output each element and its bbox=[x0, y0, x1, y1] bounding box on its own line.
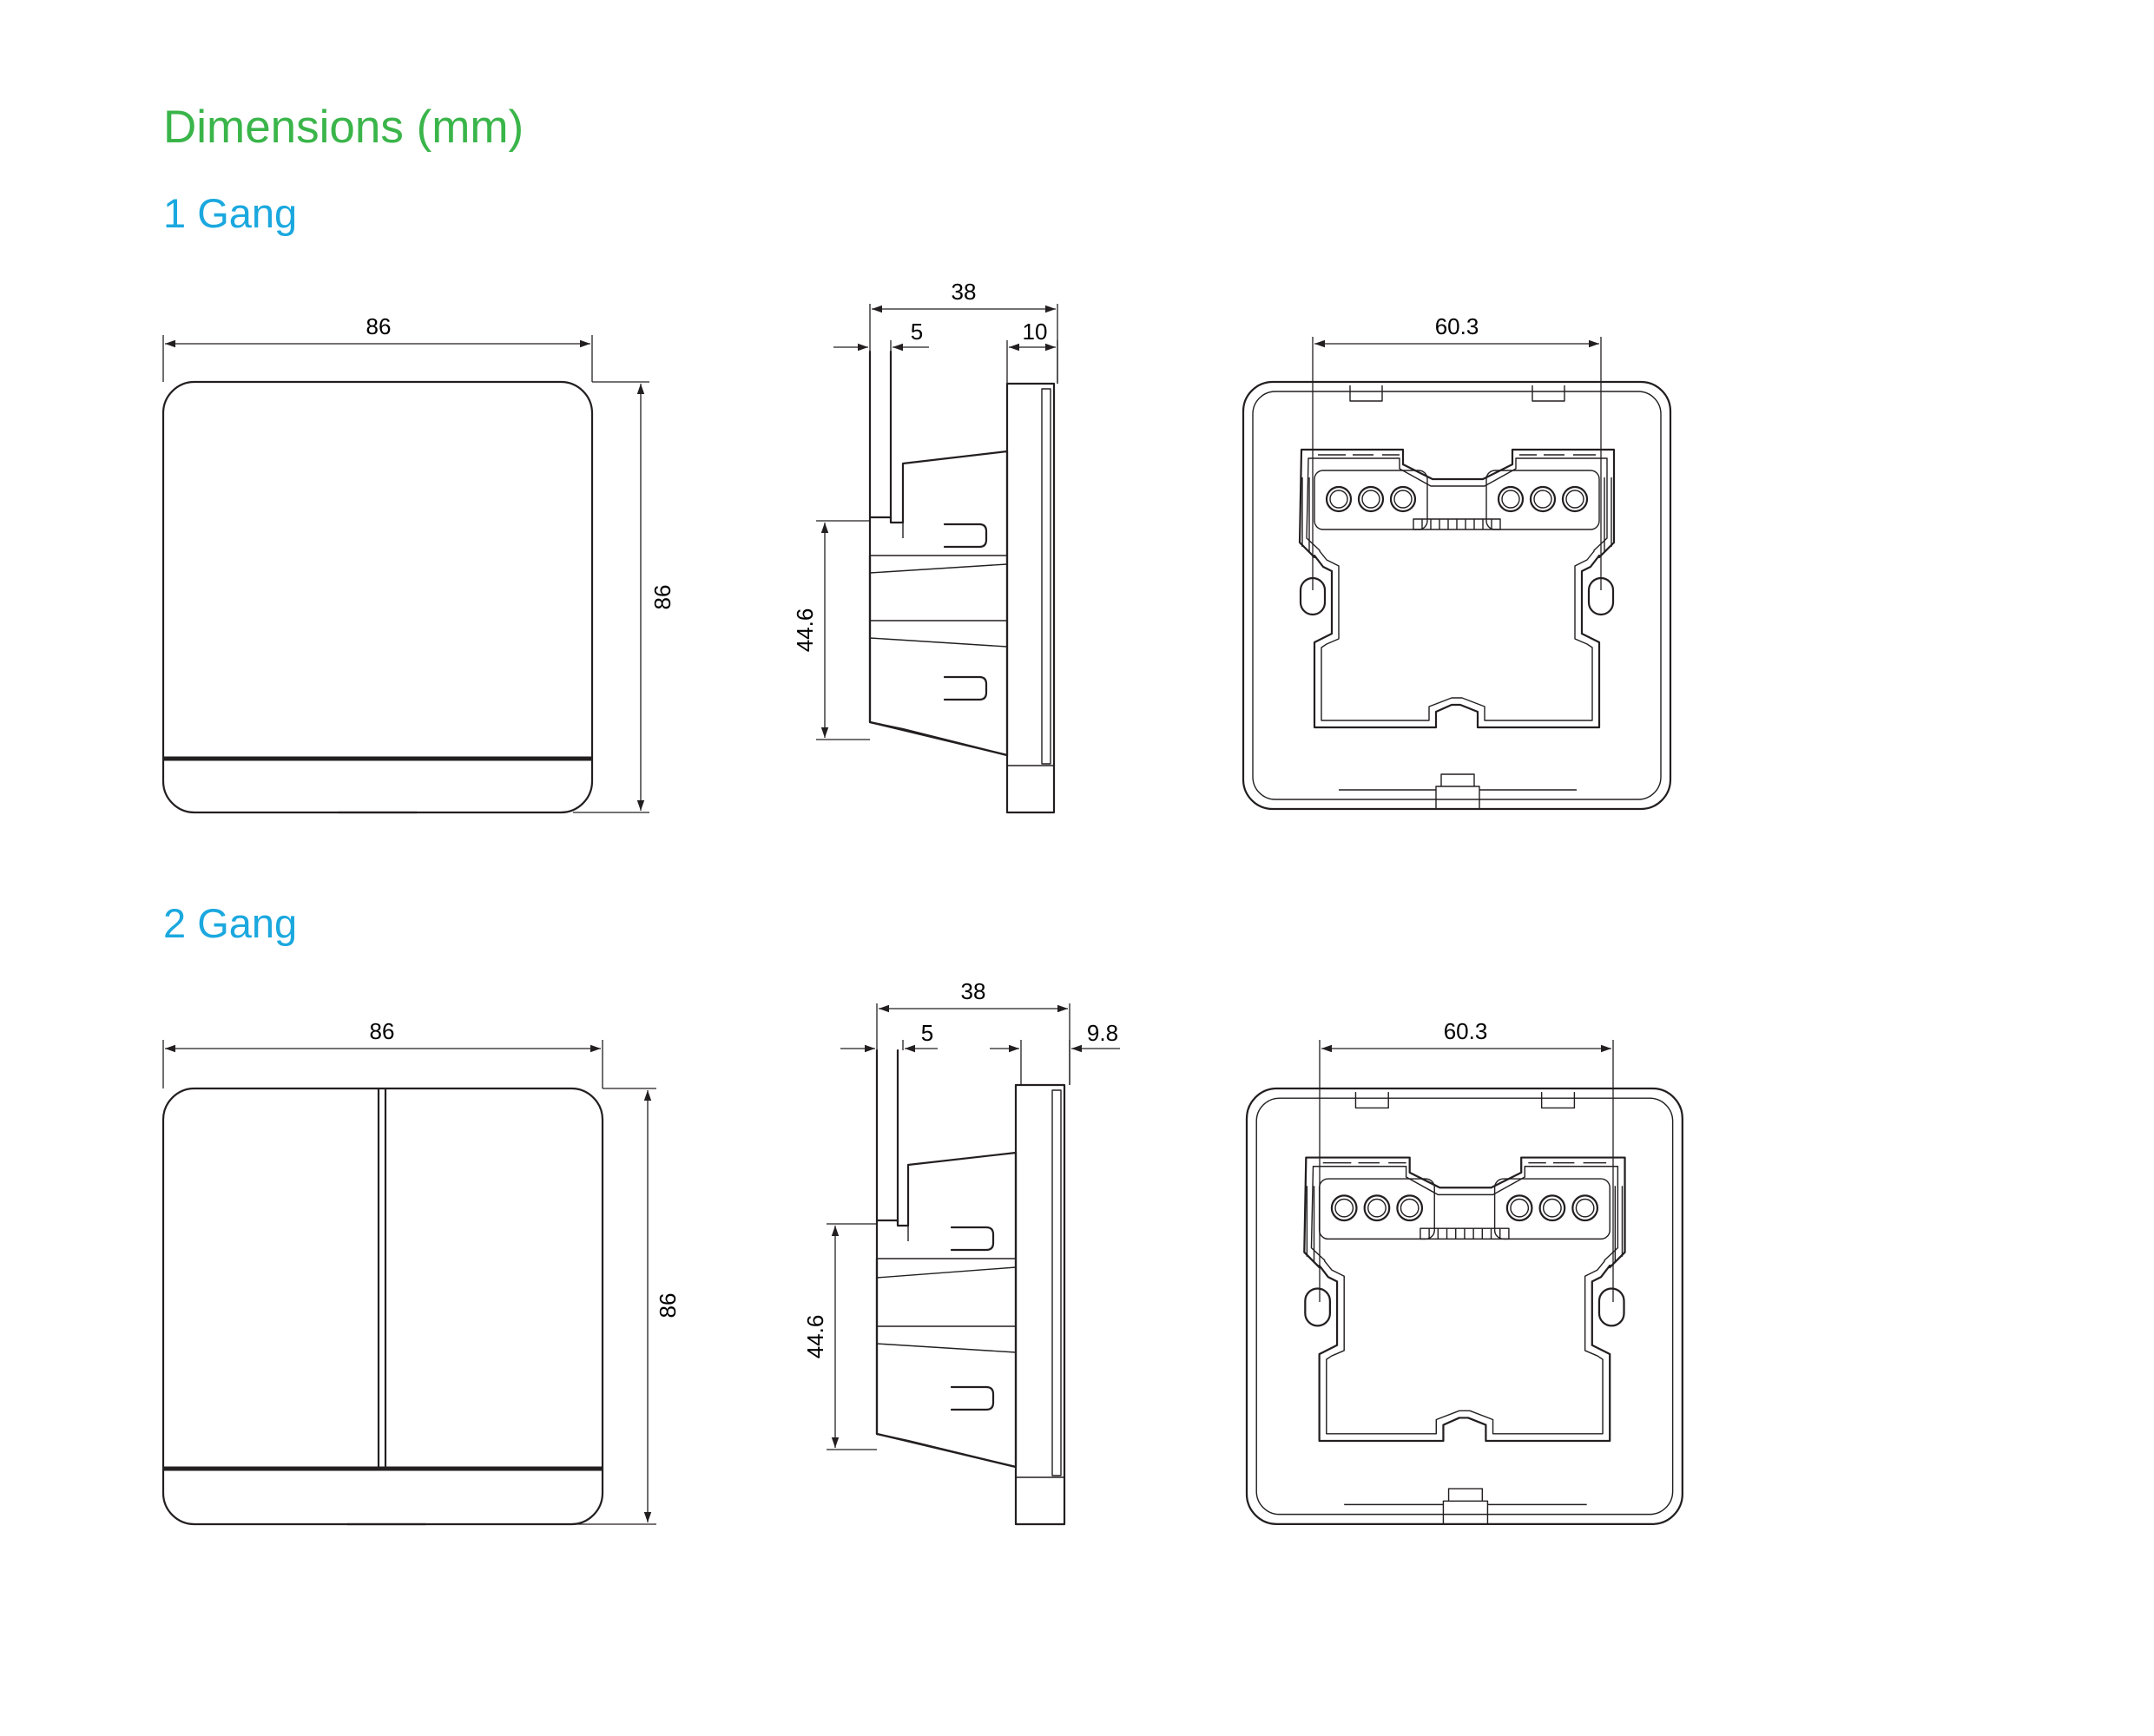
side-plate-dimension-2-gang: 9.8 bbox=[990, 1020, 1120, 1085]
front-width-dimension-1-gang: 86 bbox=[162, 313, 593, 382]
section-title-2-gang: 2 Gang bbox=[163, 900, 298, 946]
side-plate-dimension-1-gang: 10 bbox=[1006, 319, 1058, 384]
front-height-dimension-2-gang: 86 bbox=[573, 1088, 681, 1525]
front-width-dimension-2-gang: 86 bbox=[162, 1018, 603, 1088]
side-flange-dimension-2-gang: 5 bbox=[840, 1020, 938, 1053]
page-title: Dimensions (mm) bbox=[163, 102, 524, 153]
front-height-dimension-1-gang: 86 bbox=[573, 381, 675, 813]
front-height-label-1-gang: 86 bbox=[649, 585, 675, 610]
back-view-2-gang bbox=[1245, 1087, 1683, 1525]
side-body-height-dimension-1-gang: 44.6 bbox=[792, 520, 870, 740]
side-body-height-label-1-gang: 44.6 bbox=[792, 608, 818, 653]
side-flange-dimension-1-gang: 5 bbox=[833, 319, 929, 352]
back-view-1-gang bbox=[1242, 380, 1672, 811]
side-depth-label-2-gang: 38 bbox=[961, 978, 986, 1004]
front-width-label-1-gang: 86 bbox=[366, 313, 392, 339]
back-hole-spacing-dimension-2-gang: 60.3 bbox=[1319, 1018, 1614, 1302]
front-width-label-2-gang: 86 bbox=[370, 1018, 395, 1044]
front-view-1-gang bbox=[161, 380, 594, 814]
back-hole-spacing-label-2-gang: 60.3 bbox=[1444, 1018, 1488, 1044]
side-plate-label-2-gang: 9.8 bbox=[1087, 1020, 1118, 1046]
side-depth-label-1-gang: 38 bbox=[952, 279, 977, 305]
side-view-2-gang bbox=[875, 1049, 1066, 1526]
side-body-height-label-2-gang: 44.6 bbox=[802, 1315, 828, 1359]
side-view-1-gang bbox=[868, 350, 1056, 814]
side-depth-dimension-1-gang: 38 bbox=[869, 279, 1058, 384]
side-flange-label-1-gang: 5 bbox=[911, 319, 923, 345]
side-plate-label-1-gang: 10 bbox=[1023, 319, 1048, 345]
side-depth-dimension-2-gang: 38 bbox=[876, 978, 1070, 1085]
front-view-2-gang bbox=[161, 1087, 604, 1526]
back-hole-spacing-dimension-1-gang: 60.3 bbox=[1312, 313, 1602, 590]
section-title-1-gang: 1 Gang bbox=[163, 190, 298, 236]
side-flange-label-2-gang: 5 bbox=[921, 1020, 933, 1046]
back-hole-spacing-label-1-gang: 60.3 bbox=[1435, 313, 1479, 339]
side-body-height-dimension-2-gang: 44.6 bbox=[802, 1223, 877, 1450]
front-height-label-2-gang: 86 bbox=[655, 1293, 681, 1318]
